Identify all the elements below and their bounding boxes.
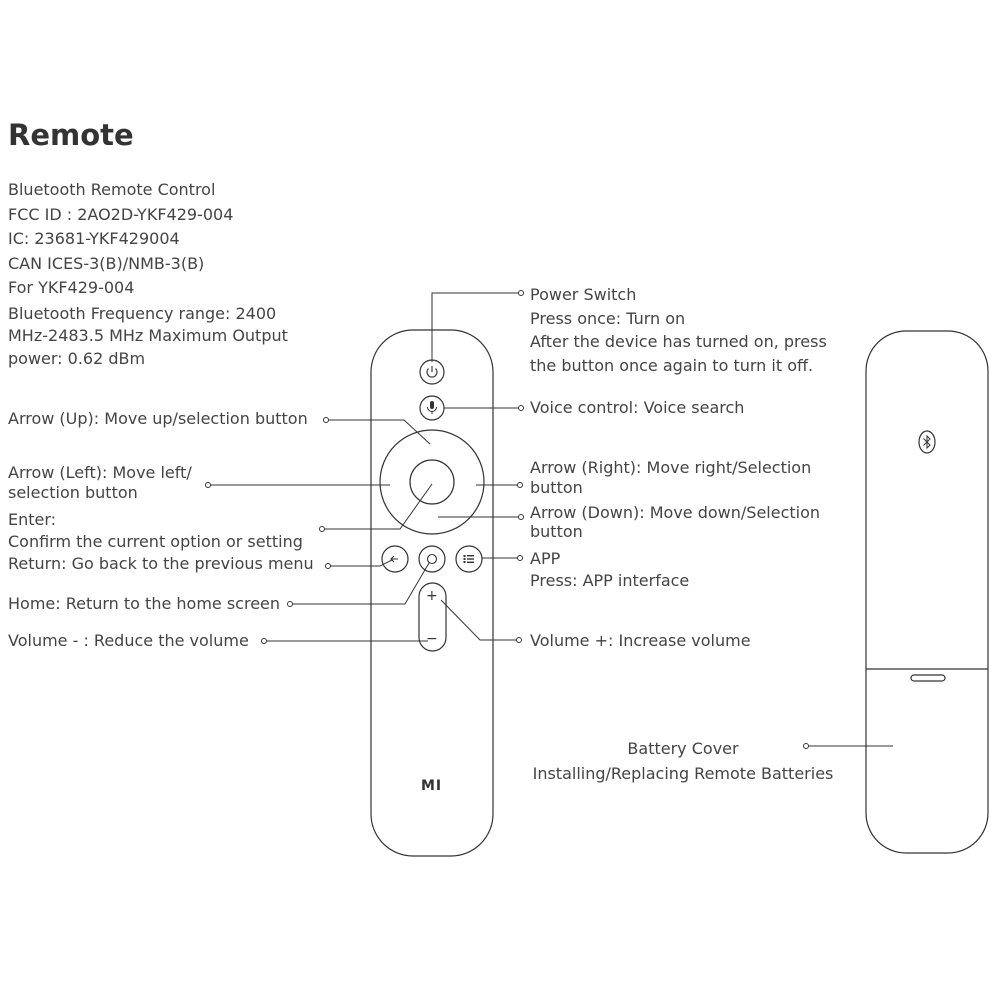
label-line: Press once: Turn on <box>530 308 686 328</box>
label-enter: Enter: Confirm the current option or set… <box>8 509 303 553</box>
power-button[interactable] <box>419 359 445 385</box>
spec-line: Bluetooth Remote Control <box>8 180 216 199</box>
label-line: Press: APP interface <box>530 571 690 590</box>
bluetooth-indicator <box>918 430 936 454</box>
label-line: Enter: <box>8 510 57 529</box>
label-line: the button once again to turn it off. <box>530 355 814 375</box>
label-arrow-left: Arrow (Left): Move left/ selection butto… <box>8 463 192 503</box>
label-line: APP <box>530 549 561 568</box>
power-icon <box>426 368 438 378</box>
dpad-ring[interactable] <box>379 429 485 535</box>
enter-button[interactable] <box>409 459 455 505</box>
label-volume-plus: Volume +: Increase volume <box>530 631 751 650</box>
remote-back-body <box>865 330 989 854</box>
bluetooth-icon <box>923 434 931 450</box>
label-power: Power Switch Press once: Turn on After t… <box>530 283 827 377</box>
spec-line: Bluetooth Frequency range: 2400 <box>8 303 277 323</box>
label-arrow-down: Arrow (Down): Move down/Selection button <box>530 503 820 541</box>
label-app: APP Press: APP interface <box>530 548 689 592</box>
back-arrow-icon <box>390 555 398 563</box>
app-button[interactable] <box>455 545 483 573</box>
leader-lines <box>205 290 893 749</box>
label-return: Return: Go back to the previous menu <box>8 554 314 573</box>
label-home: Home: Return to the home screen <box>8 594 281 613</box>
voice-button[interactable] <box>419 395 445 421</box>
label-arrow-up: Arrow (Up): Move up/selection button <box>8 409 308 428</box>
label-line: button <box>530 478 583 497</box>
label-line: Arrow (Left): Move left/ <box>8 463 192 482</box>
microphone-icon <box>430 401 434 409</box>
label-line: Confirm the current option or setting <box>8 532 303 551</box>
page-title: Remote <box>8 118 134 152</box>
home-button[interactable] <box>418 545 446 573</box>
home-circle-icon <box>426 553 438 565</box>
spec-line: FCC ID : 2AO2D-YKF429-004 <box>8 204 234 224</box>
label-line: Battery Cover <box>627 739 739 758</box>
spec-line: power: 0.62 dBm <box>8 348 146 368</box>
battery-cover-latch[interactable] <box>910 674 946 682</box>
label-line: button <box>530 522 583 541</box>
volume-rocker[interactable] <box>418 582 447 652</box>
spec-line: MHz-2483.5 MHz Maximum Output <box>8 325 288 345</box>
label-battery-cover: Battery Cover Installing/Replacing Remot… <box>520 736 846 786</box>
label-voice: Voice control: Voice search <box>530 398 745 417</box>
app-grid-icon <box>463 555 474 563</box>
volume-plus-symbol: + <box>426 588 438 604</box>
label-line: Power Switch <box>530 285 637 304</box>
mi-logo: MI <box>421 778 443 794</box>
label-volume-minus: Volume - : Reduce the volume <box>8 631 249 650</box>
spec-line: IC: 23681-YKF429004 <box>8 229 180 249</box>
label-arrow-right: Arrow (Right): Move right/Selection butt… <box>530 458 811 498</box>
volume-minus-symbol: − <box>426 631 438 647</box>
return-button[interactable] <box>381 545 409 573</box>
label-line: selection button <box>8 483 138 502</box>
label-line: Arrow (Right): Move right/Selection <box>530 458 812 477</box>
label-line: After the device has turned on, press <box>530 332 827 351</box>
label-line: Installing/Replacing Remote Batteries <box>532 764 834 783</box>
label-line: Arrow (Down): Move down/Selection <box>530 503 821 522</box>
spec-list: Bluetooth Remote Control FCC ID : 2AO2D-… <box>8 178 288 370</box>
spec-line: For YKF429-004 <box>8 278 135 298</box>
spec-line: CAN ICES-3(B)/NMB-3(B) <box>8 253 205 273</box>
